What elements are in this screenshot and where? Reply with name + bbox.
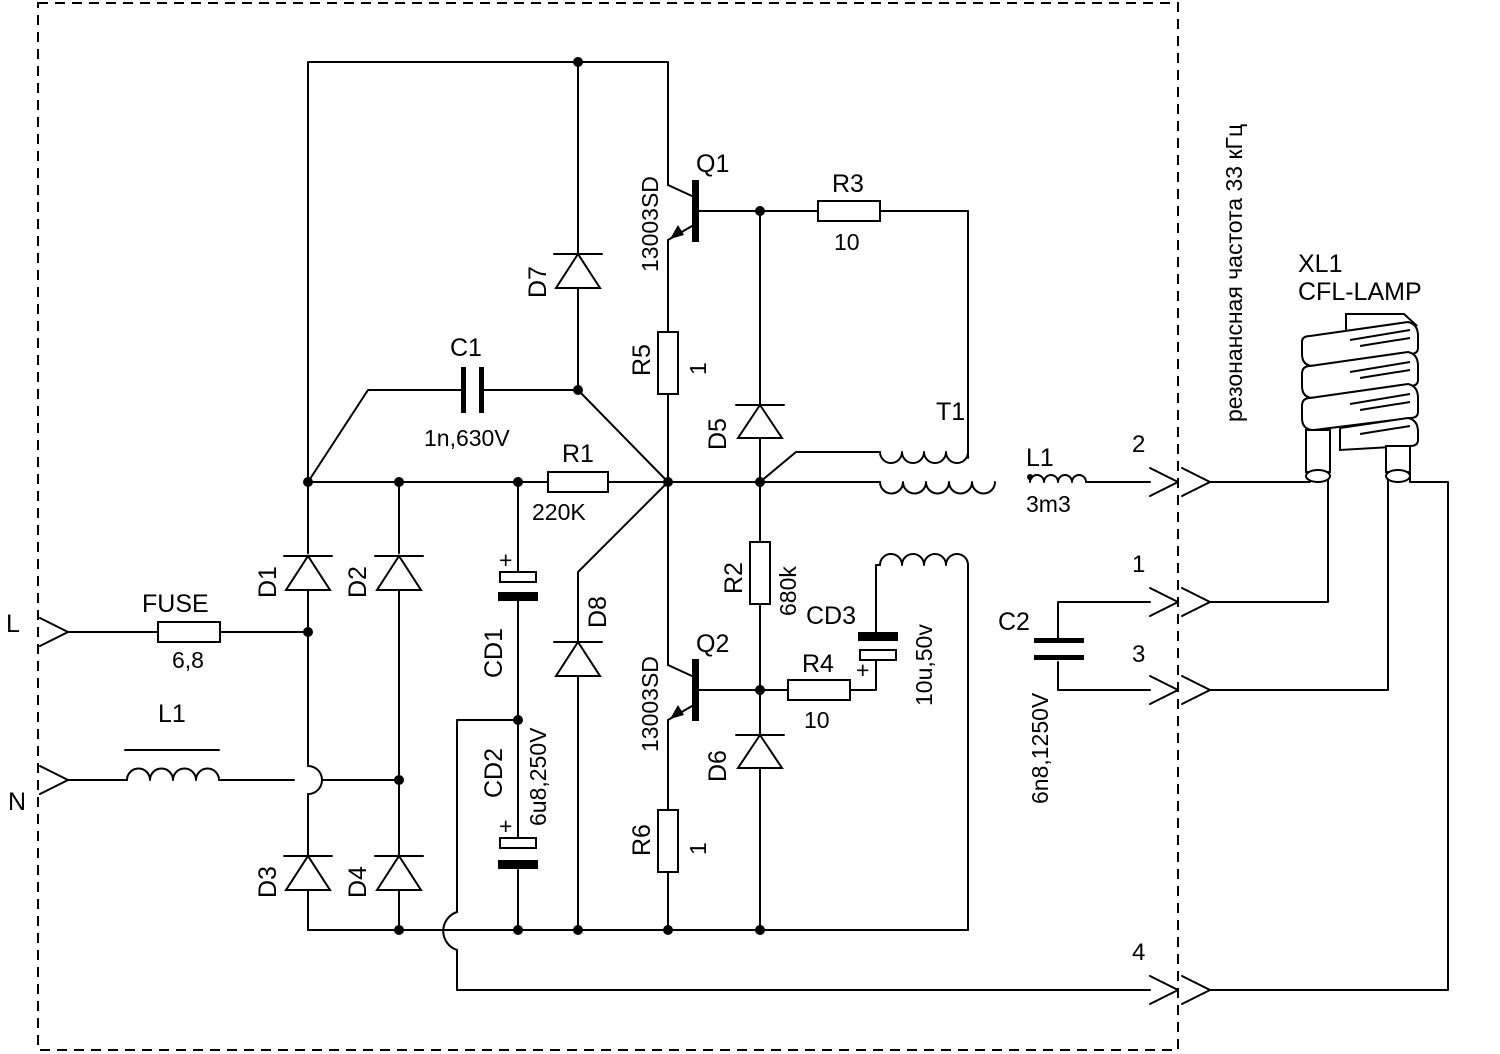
resistor-r6: R6 1 [628,809,711,873]
lamp-type: CFL-LAMP [1298,278,1422,306]
elcap-cd3-value: 10u,50v [911,624,937,706]
resistor-r1-label: R1 [562,440,594,468]
connector-3: 3 [1132,641,1211,705]
resistor-r1-value: 220K [532,499,586,525]
resistor-r2-value: 680k [775,566,801,616]
diode-d1: D1 [254,554,333,598]
transistor-q2: Q2 13003SD [637,630,729,752]
resistor-r2-label: R2 [720,562,748,594]
junctions [303,57,765,935]
diode-d7-label: D7 [524,266,552,298]
fuse-value: 6,8 [172,647,204,673]
diode-d5-label: D5 [704,418,732,450]
transistor-q2-label: Q2 [696,630,729,658]
resistor-r3: R3 10 [817,170,881,255]
elcap-cd2: + CD2 6u8,250V [480,727,551,869]
capacitor-c2-label: C2 [998,608,1030,636]
resistor-r5: R5 1 [628,331,711,395]
resistor-r3-label: R3 [832,170,864,198]
resonance-note: резонансная частота 33 кГц [1221,124,1247,422]
diode-d7: D7 [524,252,603,298]
transformer-t1: T1 [879,398,996,566]
resistor-r4-label: R4 [802,650,834,678]
input-choke-label: L1 [158,700,186,728]
fuse-label: FUSE [142,590,209,618]
resistor-r4-value: 10 [804,707,830,733]
diode-d8-label: D8 [584,596,612,628]
resistor-r1: R1 220K [532,440,609,525]
capacitor-c2: C2 6n8,1250V [998,608,1084,804]
diode-d2: D2 [344,554,424,598]
connector-2-label: 2 [1132,431,1145,458]
elcap-cd3-plus: + [856,657,869,683]
elcap-cd2-label: CD2 [480,748,508,798]
resistor-r4: R4 10 [787,650,851,733]
resistor-r3-value: 10 [834,229,860,255]
input-n-terminal: N [8,765,69,816]
ballast-choke-l1: L1 3m3 [1026,444,1087,517]
connector-3-label: 3 [1132,641,1145,668]
diode-d4-label: D4 [344,866,372,898]
connector-4-label: 4 [1132,939,1145,966]
diode-d6: D6 [704,733,785,782]
elcap-cd3: + CD3 10u,50v [806,602,937,706]
resistor-r2: R2 680k [720,541,801,616]
cfl-lamp-xl1: XL1 CFL-LAMP [1298,250,1422,483]
resistor-r6-value: 1 [685,842,711,855]
fuse: FUSE 6,8 [142,590,221,673]
transistor-q1: Q1 13003SD [637,150,729,272]
transistor-q1-part: 13003SD [637,176,663,272]
transformer-t1-label: T1 [936,398,965,426]
capacitor-c1-value: 1n,630V [424,425,510,451]
input-choke-l1: L1 [124,700,220,781]
diode-d6-label: D6 [704,750,732,782]
transistor-q2-part: 13003SD [637,656,663,752]
connector-4: 4 [1132,939,1211,1005]
connector-2: 2 [1132,431,1211,497]
resistor-r6-label: R6 [628,824,656,856]
elcap-cd1-label: CD1 [480,628,508,678]
ballast-l1-value: 3m3 [1026,491,1071,517]
resistor-r5-label: R5 [628,344,656,376]
ballast-l1-label: L1 [1026,444,1054,472]
elcap-cd1-plus: + [499,547,512,573]
resistor-r5-value: 1 [685,362,711,375]
diode-d8: D8 [553,596,612,677]
diode-d2-label: D2 [344,566,372,598]
input-l-label: L [6,610,20,638]
diode-d5: D5 [704,403,785,450]
input-l-terminal: L [6,610,69,647]
capacitor-c2-value: 6n8,1250V [1027,692,1053,804]
capacitor-c1: C1 1n,630V [424,334,510,451]
capacitor-c1-label: C1 [450,334,482,362]
elcap-cd3-label: CD3 [806,602,856,630]
diode-d4: D4 [344,854,424,898]
connector-1-label: 1 [1132,551,1145,578]
input-n-label: N [8,788,26,816]
elcap-cd1: + CD1 [480,547,538,678]
elcap-cd2-value: 6u8,250V [525,727,551,826]
lamp-label: XL1 [1298,250,1342,278]
diode-d3: D3 [254,854,333,898]
elcap-cd2-plus: + [499,813,512,839]
diode-d3-label: D3 [254,866,282,898]
diode-d1-label: D1 [254,566,282,598]
connector-1: 1 [1132,551,1211,617]
transistor-q1-label: Q1 [696,150,729,178]
board-outline [37,2,1179,1051]
